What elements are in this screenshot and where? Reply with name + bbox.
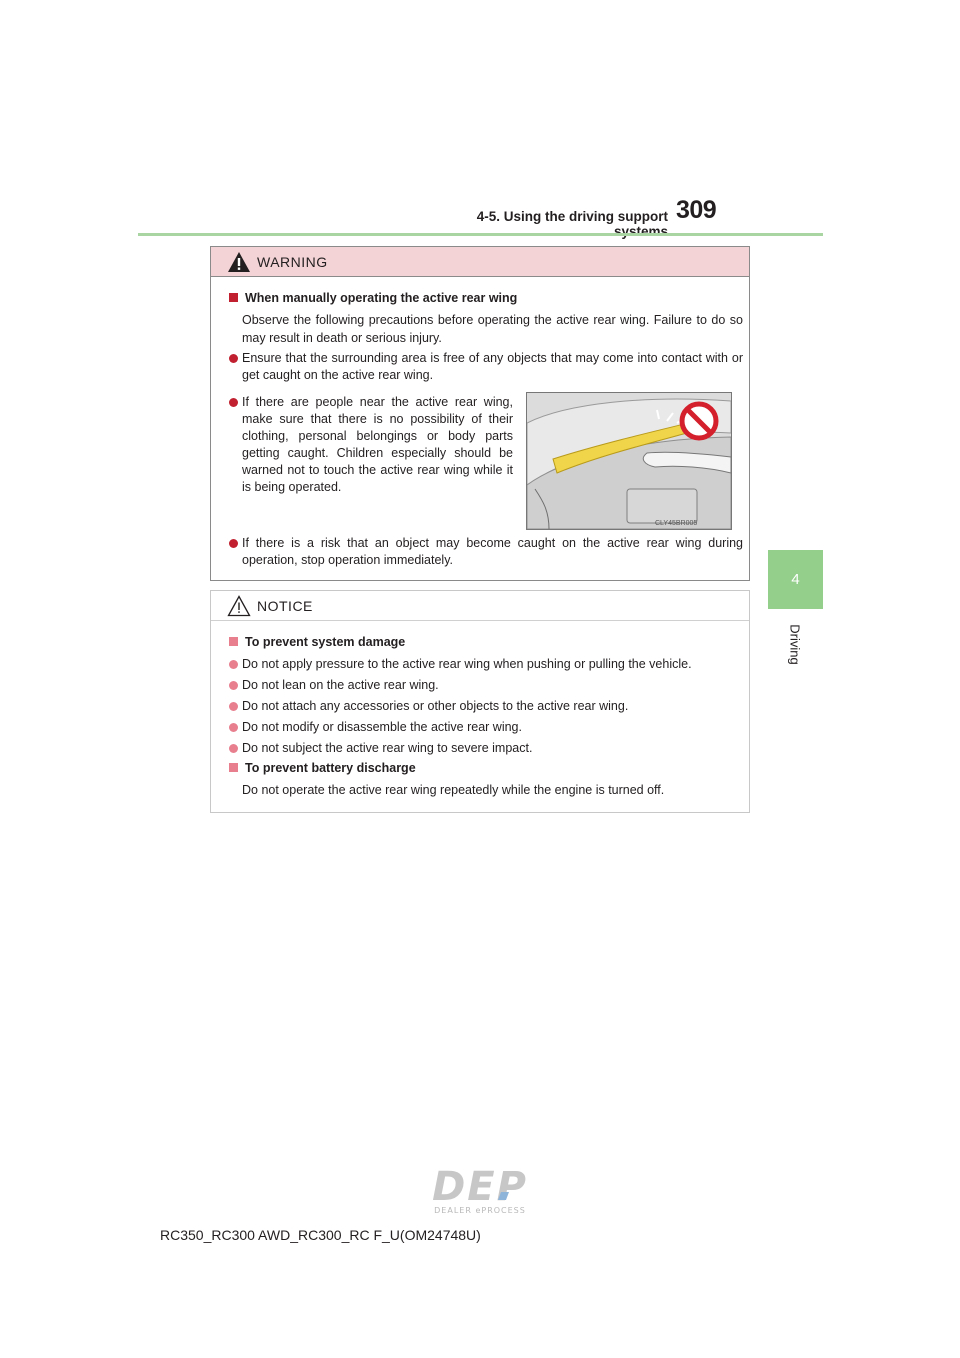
- warning-triangle-icon: [228, 251, 250, 272]
- notice-bullet: Do not modify or disassemble the active …: [229, 719, 743, 736]
- notice-bullet: Do not subject the active rear wing to s…: [229, 740, 743, 757]
- warning-bullet: If there are people near the active rear…: [229, 394, 513, 496]
- warning-intro: Observe the following precautions before…: [242, 313, 743, 345]
- caution-triangle-icon: [227, 594, 251, 616]
- rear-wing-drawing: CLY45BR005: [527, 393, 731, 529]
- model-code: RC350_RC300 AWD_RC300_RC F_U(OM24748U): [160, 1227, 481, 1243]
- chapter-tab: 4: [768, 550, 823, 609]
- bullet-dot: [229, 681, 238, 690]
- bullet-dot: [229, 398, 238, 407]
- bullet-dot: [229, 539, 238, 548]
- warning-section-title: When manually operating the active rear …: [229, 291, 517, 305]
- pink-square-marker: [229, 763, 238, 772]
- warning-box: WARNING When manually operating the acti…: [210, 246, 750, 581]
- red-square-marker: [229, 293, 238, 302]
- svg-text:CLY45BR005: CLY45BR005: [655, 520, 697, 527]
- dealer-eprocess-logo: DEP DEALER ePROCESS: [432, 1164, 528, 1215]
- svg-text:DEP: DEP: [432, 1164, 528, 1210]
- chapter-label: Driving: [768, 614, 823, 674]
- page-number: 309: [676, 196, 717, 224]
- pink-square-marker: [229, 637, 238, 646]
- notice-section2-text: Do not operate the active rear wing repe…: [242, 783, 665, 797]
- bullet-dot: [229, 702, 238, 711]
- bullet-dot: [229, 723, 238, 732]
- notice-header: NOTICE: [211, 591, 749, 621]
- notice-heading: NOTICE: [257, 597, 313, 614]
- notice-bullet: Do not lean on the active rear wing.: [229, 677, 743, 694]
- notice-bullet: Do not attach any accessories or other o…: [229, 698, 743, 715]
- bullet-dot: [229, 744, 238, 753]
- warning-bullet: Ensure that the surrounding area is free…: [229, 350, 743, 384]
- notice-section-title: To prevent system damage: [229, 635, 405, 649]
- chapter-number: 4: [791, 571, 800, 588]
- svg-text:DEALER ePROCESS: DEALER ePROCESS: [434, 1206, 526, 1215]
- warning-bullet: If there is a risk that an object may be…: [229, 535, 743, 569]
- chapter-label-text: Driving: [788, 623, 803, 665]
- notice-box: NOTICE To prevent system damage Do not a…: [210, 590, 750, 813]
- notice-section-title: To prevent battery discharge: [229, 761, 416, 775]
- notice-bullet: Do not apply pressure to the active rear…: [229, 656, 743, 673]
- bullet-dot: [229, 354, 238, 363]
- warning-heading: WARNING: [257, 253, 328, 270]
- warning-header: WARNING: [211, 247, 749, 277]
- bullet-dot: [229, 660, 238, 669]
- rear-wing-illustration: CLY45BR005: [526, 392, 732, 530]
- header-rule: [138, 233, 823, 236]
